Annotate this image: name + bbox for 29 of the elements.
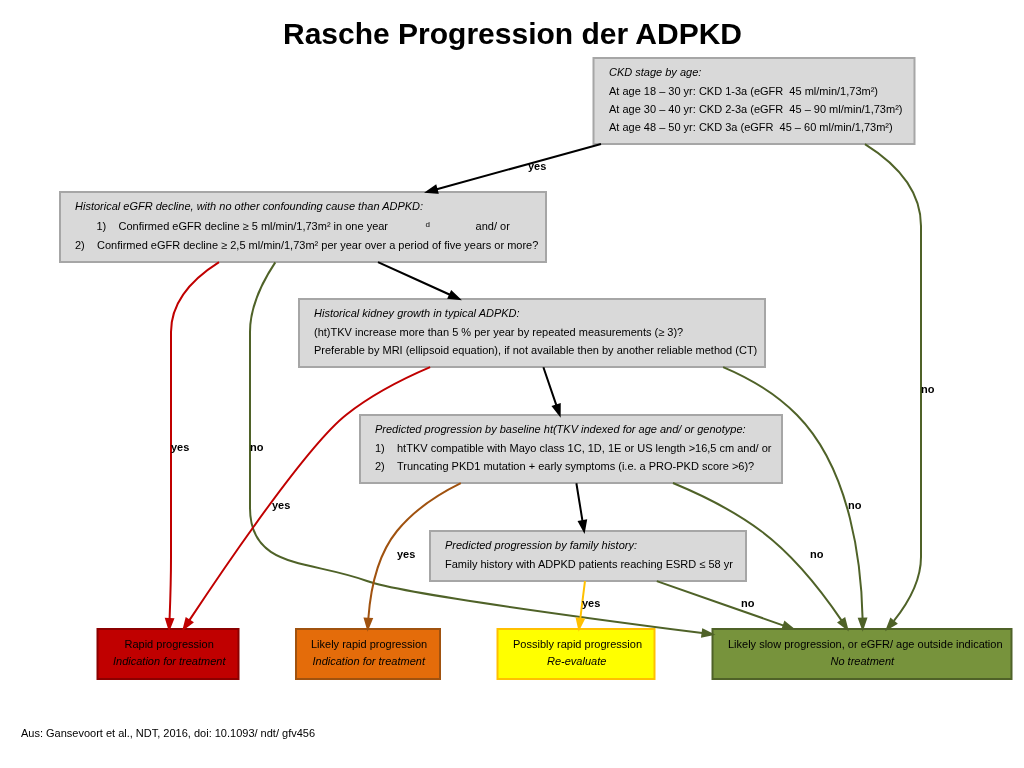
arrow <box>863 142 922 631</box>
arrow <box>377 260 462 300</box>
node-box: Predicted progression by baseline ht(TKV indexed for age and/ or genotype: 1) htTKV compatible with Mayo class 1C, 1D, 1E or US length >16,5 cm and/ or 2) Truncating PKD1 mutation + early symptoms (i.e. a PRO-PKD score >6)? <box>359 413 783 484</box>
edge-label: no <box>741 596 755 609</box>
arrow <box>575 481 588 534</box>
arrow <box>363 481 462 632</box>
arrow <box>655 579 797 630</box>
node-box: Predicted progression by family history: Family history with ADPKD patients reaching ESRD ≤ 58 yr <box>429 529 747 582</box>
edge-label: yes <box>397 547 416 560</box>
node-box: Historical kidney growth in typical ADPKD: (ht)TKV increase more than 5 % per year by repeated measurements (≥ 3)? Preferable by MRI (ellipsoid equation), if not available then by another reliable method (CT) <box>298 297 766 368</box>
node-box: Likely slow progression, or eGFR/ age outside indication No treatment <box>711 627 1013 680</box>
edge-label: no <box>810 547 824 560</box>
edge-label: no <box>848 498 862 511</box>
diagram-title: Rasche Progression der ADPKD <box>283 16 743 50</box>
arrow <box>671 481 849 631</box>
arrow <box>424 142 602 194</box>
arrow <box>249 260 716 638</box>
caption: Aus: Gansevoort et al., NDT, 2016, doi: 10.1093/ ndt/ gfv456 <box>20 726 316 739</box>
node-box: Possibly rapid progression Re-evaluate <box>496 627 656 680</box>
node-box: Likely rapid progression Indication for treatment <box>295 627 441 680</box>
arrow <box>722 365 868 632</box>
node-box: CKD stage by age: At age 18 – 30 yr: CKD 1-3a (eGFR 45 ml/min/1,73m²) At age 30 – 40 yr: CKD 2-3a (eGFR 45 – 90 ml/min/1,73m²) At age 48 – 50 yr: CKD 3a (eGFR 45 – 60 ml/min/1,73m²) <box>592 56 916 145</box>
arrow <box>542 365 561 418</box>
arrow <box>575 579 586 632</box>
arrow <box>164 260 221 632</box>
edge-label: yes <box>528 159 547 172</box>
edge-label: yes <box>272 498 291 511</box>
arrow <box>182 365 432 631</box>
node-box: Rapid progression Indication for treatment <box>96 627 240 680</box>
